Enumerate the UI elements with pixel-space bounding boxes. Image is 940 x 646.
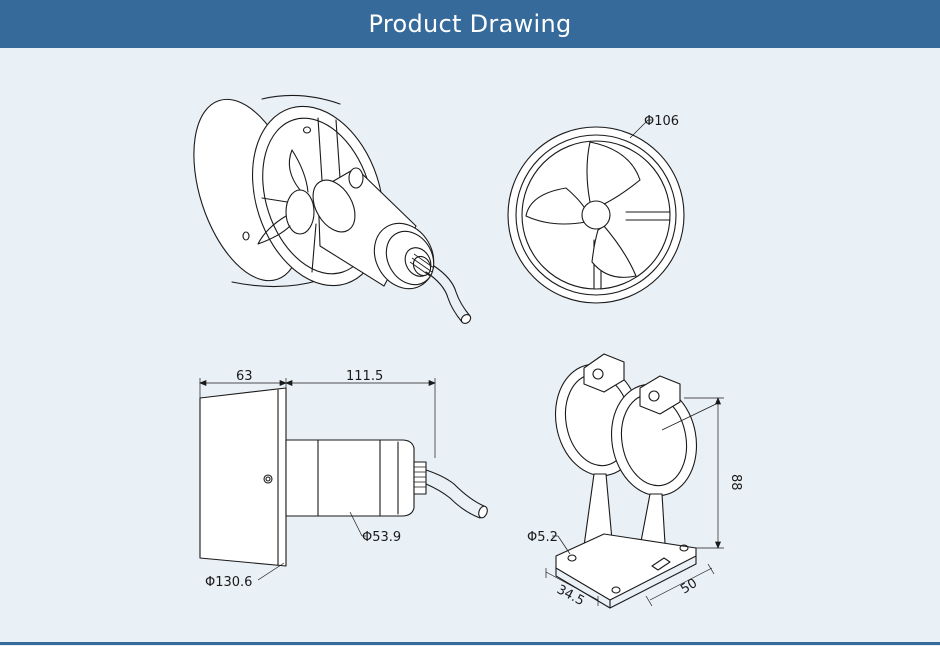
header-bar: Product Drawing [0,0,940,48]
side-view: 63 111.5 Φ53.9 Φ130.6 [199,369,488,590]
bottom-rule [0,642,940,645]
isometric-thruster-view [193,94,472,324]
dim-motor-diameter: Φ53.9 [362,530,401,545]
drawing-area: Φ106 63 111.5 Φ53.9 Φ130.6 [0,48,940,642]
dim-motor-length: 111.5 [346,369,383,384]
dim-bracket-height: 88 [728,474,743,491]
dim-front-diameter: Φ106 [644,114,679,129]
dim-bracket-depth: 34.5 [554,582,587,609]
dim-bracket-width: 50 [678,576,700,597]
dim-mount-hole: Φ5.2 [527,530,558,545]
page-title: Product Drawing [368,10,572,38]
bracket-view: 88 50 34.5 Φ5.2 [527,353,743,609]
technical-drawing: Φ106 63 111.5 Φ53.9 Φ130.6 [193,94,743,609]
dim-housing-length: 63 [236,369,253,384]
dim-housing-diameter: Φ130.6 [205,575,252,590]
front-view: Φ106 [507,114,685,304]
